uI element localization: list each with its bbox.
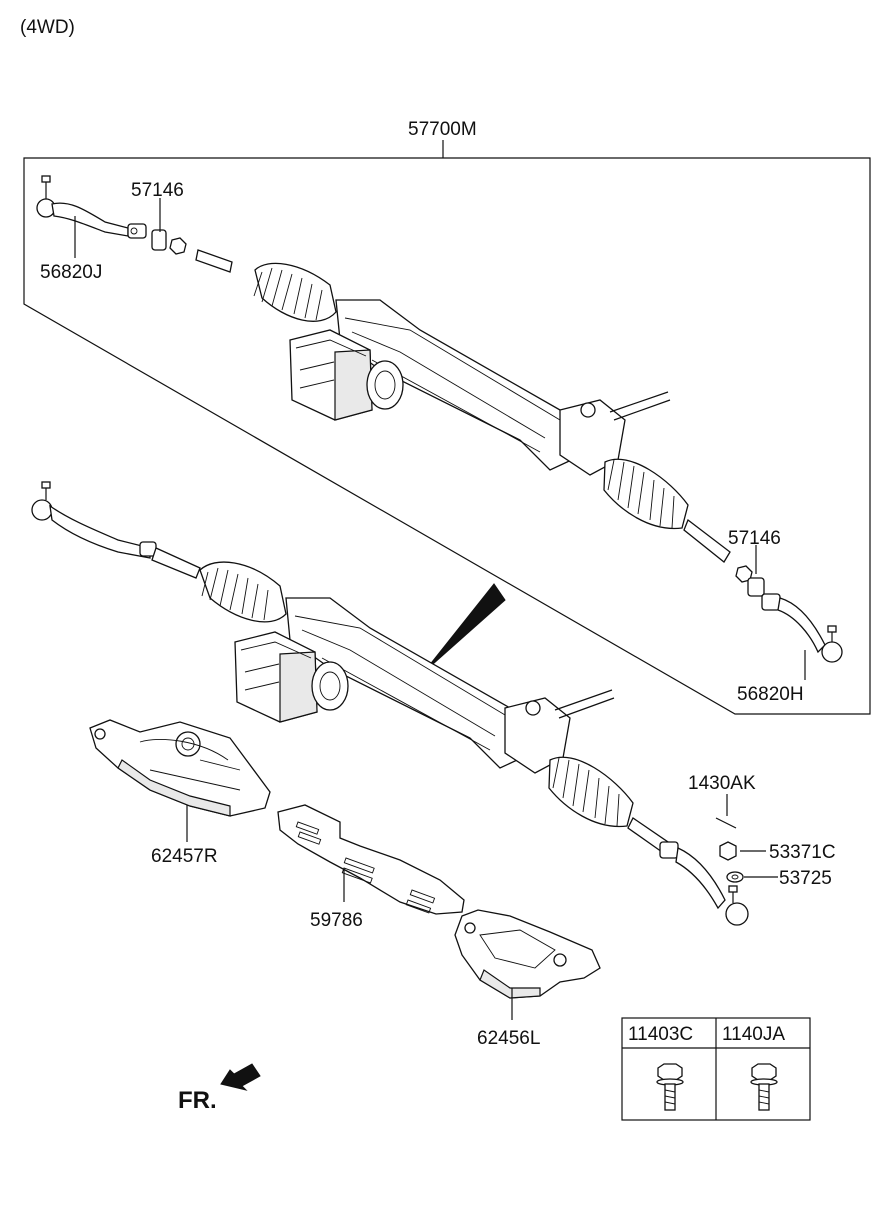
label-bracket-left[interactable]: 62456L [477, 1028, 540, 1049]
bracket-left-part [454, 909, 601, 999]
assembly-boundary [23, 140, 871, 715]
variant-label: (4WD) [20, 17, 75, 38]
label-cotter-pin[interactable]: 1430AK [688, 773, 756, 794]
boot-left-upper [253, 262, 337, 322]
boot-right-lower [548, 756, 634, 828]
tie-rod-end-left-upper [36, 175, 147, 239]
label-nut-top-left[interactable]: 57146 [131, 180, 184, 201]
bolt-table-col2: 1140JA [722, 1024, 785, 1045]
nut-right [735, 565, 765, 597]
front-arrow-icon [220, 1063, 261, 1091]
steering-rack-lower [31, 481, 749, 926]
bracket-right-part [89, 719, 271, 817]
label-bracket-right[interactable]: 62457R [151, 846, 218, 867]
plate-part [277, 804, 465, 915]
motor-ecu-lower [234, 631, 349, 723]
label-assembly[interactable]: 57700M [408, 119, 477, 140]
bolt-table [621, 1017, 811, 1121]
label-tie-rod-left[interactable]: 56820J [40, 262, 102, 283]
castle-nut [719, 841, 737, 861]
tie-rod-end-right-upper [761, 593, 843, 663]
tie-rod-end-right-lower [659, 841, 749, 926]
washer [726, 871, 744, 883]
label-washer[interactable]: 53725 [779, 868, 832, 889]
label-plate[interactable]: 59786 [310, 910, 363, 931]
pinion-lower [504, 689, 615, 774]
cotter-pin [715, 817, 737, 829]
motor-ecu-upper [289, 329, 404, 421]
bolt-icon-1 [656, 1063, 684, 1111]
label-castle-nut[interactable]: 53371C [769, 842, 836, 863]
label-tie-rod-right[interactable]: 56820H [737, 684, 804, 705]
callout-arrow [423, 583, 506, 673]
front-label: FR. [178, 1087, 217, 1114]
steering-rack-upper [36, 175, 843, 663]
tie-rod-end-left-lower [31, 481, 157, 559]
boot-left-lower [199, 561, 287, 623]
bolt-icon-2 [750, 1063, 778, 1111]
nut-left-upper [151, 229, 187, 255]
bolt-table-col1: 11403C [628, 1024, 693, 1045]
boot-right-upper [603, 458, 689, 530]
label-nut-right[interactable]: 57146 [728, 528, 781, 549]
